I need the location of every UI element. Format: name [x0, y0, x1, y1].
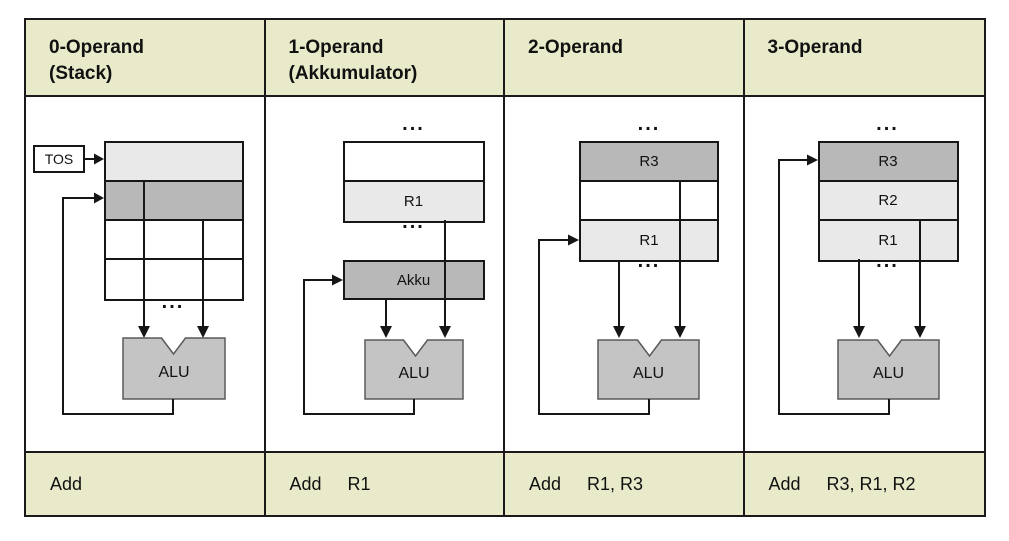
instruction-operands: R1, R3	[587, 473, 644, 494]
result-feedback-line	[777, 159, 890, 415]
register-cell: R1	[819, 221, 957, 260]
arrow-head-down	[138, 326, 150, 338]
arrow-head-right	[568, 234, 579, 246]
arrow-head-right	[806, 154, 818, 166]
dataflow-arrows: ALU	[302, 220, 464, 415]
alu-box	[597, 339, 700, 400]
arrow-head-right	[331, 274, 343, 286]
header-line: 1-Operand	[288, 37, 384, 58]
header-cell-3-operand: 3-Operand	[744, 20, 984, 97]
header-cell-0-operand: 0-Operand (Stack)	[26, 20, 266, 97]
header-line: (Akkumulator)	[288, 63, 418, 84]
arrow-head-down	[379, 326, 392, 338]
dataflow-arrows: ALU	[777, 154, 940, 415]
arrow-head-down	[913, 326, 926, 338]
result-feedback-line	[302, 279, 415, 415]
arrow-head-down	[438, 326, 451, 338]
akkumulator-box: Akku	[342, 260, 485, 300]
tos-label: TOS	[44, 151, 74, 167]
register-cell: R1	[581, 221, 717, 260]
stack-registers	[104, 141, 244, 301]
register-file: R1	[342, 141, 485, 223]
alu-box	[122, 337, 226, 400]
ellipsis: ...	[402, 211, 425, 233]
ellipsis: ...	[876, 113, 899, 135]
register-cell: R3	[819, 143, 957, 182]
arrow-head-right	[94, 192, 104, 204]
arrow-head-down	[197, 326, 209, 338]
arrow-head-down	[852, 326, 865, 338]
register-cell: R3	[581, 143, 717, 182]
alu-box	[363, 339, 464, 400]
alu-label: ALU	[633, 365, 664, 382]
header-cell-2-operand: 2-Operand	[505, 20, 745, 97]
stack-cell	[106, 143, 242, 182]
alu-box	[836, 339, 940, 400]
result-feedback-line	[62, 197, 174, 415]
instruction-operands: R3, R1, R2	[826, 473, 916, 494]
tos-box: TOS	[33, 145, 85, 173]
ellipsis: ...	[637, 250, 661, 272]
diagram-3-operand-architecture: ... R3 R2 R1 ... ALU	[744, 97, 984, 451]
alu-label: ALU	[398, 365, 429, 382]
instruction-operands: R1	[347, 473, 371, 494]
ellipsis: ...	[402, 113, 425, 135]
header-line: (Stack)	[49, 63, 113, 84]
instruction-example-cell: Add R3, R1, R2	[744, 451, 984, 515]
akkumulator-label: Akku	[396, 271, 431, 289]
diagram-akkumulator-architecture: ... R1 ... Akku ALU	[265, 97, 505, 451]
instruction-example-cell: Add R1	[265, 451, 505, 515]
arrow-head-down	[613, 326, 625, 338]
stack-cell	[106, 260, 242, 299]
arrow-head-down	[674, 326, 686, 338]
register-cell	[581, 182, 717, 221]
header-line: 3-Operand	[767, 37, 863, 58]
dataflow-arrows: ALU	[62, 153, 226, 415]
instruction-example-cell: Add	[26, 451, 266, 515]
instruction-mnemonic: Add	[768, 473, 801, 494]
register-cell: R1	[344, 182, 483, 221]
header-cell-1-operand: 1-Operand (Akkumulator)	[265, 20, 505, 97]
alu-label: ALU	[872, 365, 903, 382]
instruction-mnemonic: Add	[529, 473, 562, 494]
stack-cell	[106, 182, 242, 221]
result-feedback-line	[538, 239, 650, 415]
operand-architecture-table: 0-Operand (Stack) TOS ... AL	[24, 18, 986, 517]
dataflow-arrows: ALU	[538, 180, 700, 415]
alu-label: ALU	[158, 364, 189, 381]
header-line: 2-Operand	[528, 37, 624, 58]
register-cell: R2	[819, 182, 957, 221]
register-cell	[344, 143, 483, 182]
header-line: 0-Operand	[49, 37, 145, 58]
diagram-2-operand-architecture: ... R3 R1 ... ALU	[505, 97, 745, 451]
tos-arrow-head	[94, 153, 104, 165]
instruction-mnemonic: Add	[289, 473, 322, 494]
register-file: R3 R2 R1	[817, 141, 959, 262]
ellipsis: ...	[161, 291, 185, 313]
instruction-mnemonic: Add	[50, 473, 83, 494]
register-file: R3 R1	[579, 141, 719, 262]
instruction-example-cell: Add R1, R3	[505, 451, 745, 515]
ellipsis: ...	[876, 250, 899, 272]
ellipsis: ...	[637, 113, 661, 135]
stack-cell	[106, 221, 242, 260]
diagram-stack-architecture: TOS ... ALU	[26, 97, 266, 451]
